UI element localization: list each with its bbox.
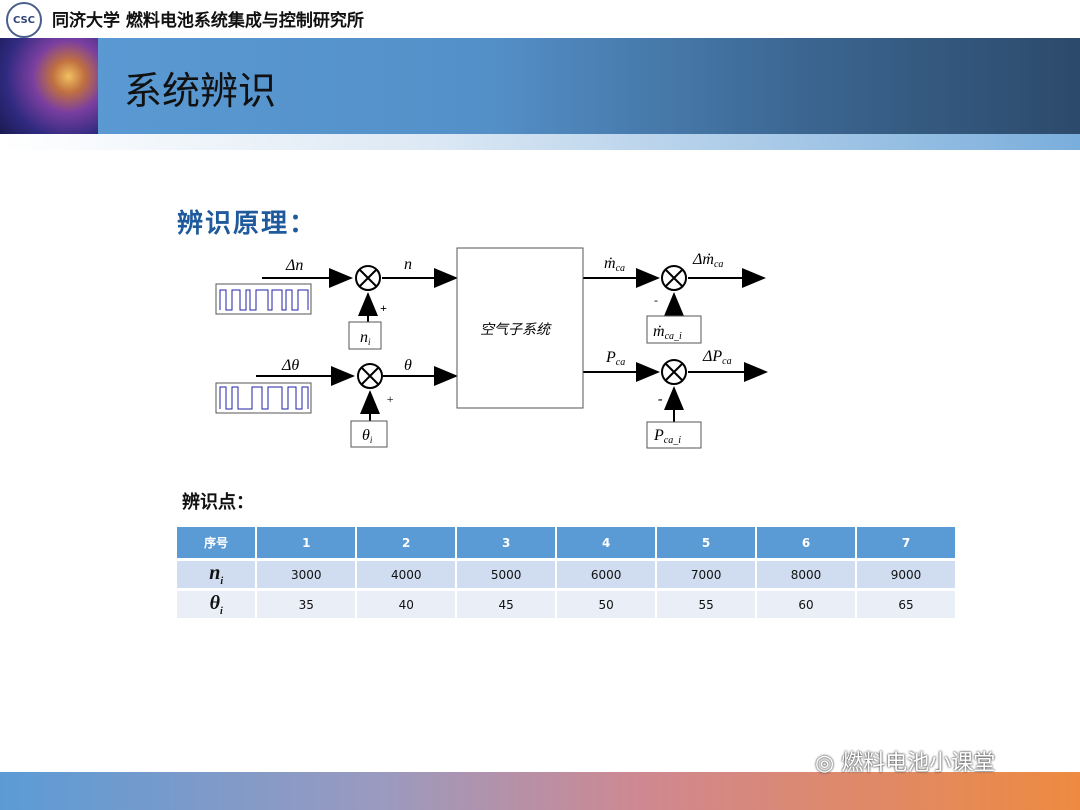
slide-title: 系统辨识 (124, 69, 277, 113)
cell: 6000 (557, 561, 656, 588)
title-banner (0, 38, 1080, 134)
cell: 9000 (857, 561, 955, 588)
label-n: n (404, 256, 412, 273)
cell: 3000 (257, 561, 356, 588)
table-header-row: 序号 1 2 3 4 5 6 7 (177, 527, 955, 558)
section-heading-points: 辨识点： (182, 492, 254, 513)
svg-text:+: + (386, 392, 394, 406)
svg-text:ni: ni (360, 329, 371, 347)
table-row: θi 35 40 45 50 55 60 65 (177, 591, 955, 618)
cell: 45 (457, 591, 556, 618)
header-cell: 3 (457, 527, 556, 558)
cell: 60 (757, 591, 856, 618)
svg-text:ṁca: ṁca (604, 255, 625, 274)
divider-strip (0, 134, 1080, 150)
cell: 5000 (457, 561, 556, 588)
svg-text:ṁca_i: ṁca_i (653, 323, 682, 342)
cell: 65 (857, 591, 955, 618)
row-label: θi (177, 591, 256, 618)
theta-i-block (350, 420, 388, 448)
header-cell: 序号 (177, 527, 256, 558)
svg-text:+: + (380, 301, 387, 315)
cell: 50 (557, 591, 656, 618)
svg-text:-: - (658, 392, 663, 407)
header-cell: 2 (357, 527, 456, 558)
pca-i-block (646, 421, 702, 449)
label-theta: θ (404, 357, 412, 374)
header-cell: 5 (657, 527, 756, 558)
cell: 35 (257, 591, 356, 618)
n-i-block (348, 321, 382, 350)
cell: 55 (657, 591, 756, 618)
svg-text:-: - (654, 293, 658, 307)
watermark: ◎ 燃料电池小课堂 (815, 751, 996, 776)
wechat-icon: ◎ (815, 751, 842, 776)
footer-bar (0, 772, 1080, 810)
svg-text:ΔPca: ΔPca (702, 348, 732, 367)
cell: 4000 (357, 561, 456, 588)
cell: 40 (357, 591, 456, 618)
block-label: 空气子系统 (480, 322, 552, 338)
identification-points-table: 序号 1 2 3 4 5 6 7 ni 3000 4000 5000 6000 … (175, 524, 957, 621)
row-label: ni (177, 561, 256, 588)
header-cell: 6 (757, 527, 856, 558)
header-cell: 4 (557, 527, 656, 558)
summing-junction (661, 265, 687, 291)
label-delta-n: Δn (285, 257, 303, 274)
university-logo: CSC (6, 2, 42, 38)
label-delta-theta: Δθ (281, 357, 299, 374)
summing-junction (661, 359, 687, 385)
organization-name: 同济大学 燃料电池系统集成与控制研究所 (52, 11, 364, 31)
svg-text:Pca_i: Pca_i (653, 427, 681, 446)
svg-text:θi: θi (362, 427, 373, 445)
summing-junction (357, 363, 383, 389)
header: CSC 同济大学 燃料电池系统集成与控制研究所 (0, 0, 1080, 38)
cell: 7000 (657, 561, 756, 588)
section-heading-principle: 辨识原理： (177, 209, 318, 239)
air-subsystem-block (456, 247, 584, 409)
svg-text:Pca: Pca (605, 349, 625, 368)
header-cell: 7 (857, 527, 955, 558)
header-cell: 1 (257, 527, 356, 558)
banner-image (0, 38, 98, 134)
mca-i-block (646, 315, 702, 344)
svg-text:Δṁca: Δṁca (692, 251, 723, 270)
table-row: ni 3000 4000 5000 6000 7000 8000 9000 (177, 561, 955, 588)
cell: 8000 (757, 561, 856, 588)
summing-junction (355, 265, 381, 291)
